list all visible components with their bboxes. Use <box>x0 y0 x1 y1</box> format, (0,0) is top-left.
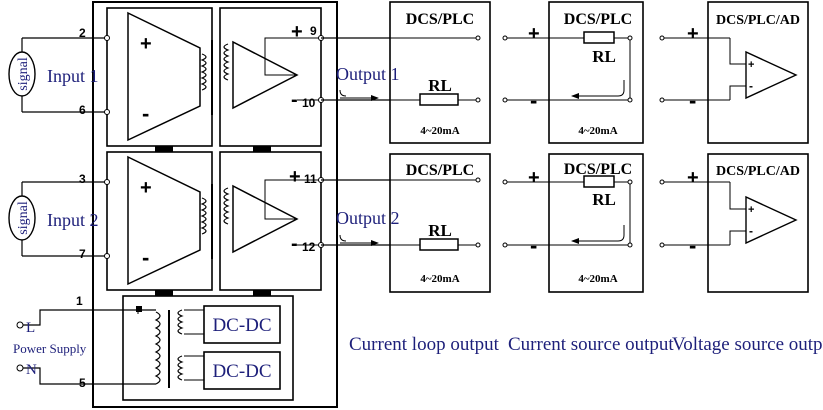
dcdc-box-1 <box>203 305 281 344</box>
pin-1: 1 <box>76 294 83 308</box>
terminal-n <box>16 364 24 372</box>
dcdc-label-2: DC-DC <box>212 361 271 382</box>
ad-label-1: DCS/PLC/AD <box>716 13 800 28</box>
src-minus-1: - <box>530 88 537 113</box>
power-box <box>122 295 294 401</box>
pin-5: 5 <box>79 376 86 390</box>
resistor-loop-2 <box>419 238 459 251</box>
rl-label-loop-1: RL <box>428 76 452 95</box>
rl-label-src-2: RL <box>592 190 616 209</box>
amp-minus-2: - <box>142 245 149 270</box>
amp-minus-1: - <box>142 101 149 126</box>
channel-1: + - signal Input 1 2 6 + 9 - 10 Output 1 <box>8 7 400 147</box>
dcs-label-loop-1: DCS/PLC <box>406 11 474 28</box>
input-label-1: Input 1 <box>47 66 99 86</box>
src-plus-1: + <box>528 23 540 45</box>
input-label-2: Input 2 <box>47 210 99 230</box>
resistor-src-1 <box>583 31 615 44</box>
pin-12: 12 <box>302 240 316 254</box>
pin-6: 6 <box>79 103 86 117</box>
out-plus-2: + <box>289 166 301 188</box>
amp-plus-2: + <box>140 177 152 199</box>
label-l: L <box>26 320 35 336</box>
dcdc-box-2 <box>203 351 281 390</box>
input-amplifier-1 <box>127 11 201 142</box>
current-loop-load-2: DCS/PLC RL 4~20mA <box>321 153 491 293</box>
signal-label-2: signal <box>16 201 31 235</box>
volt-plus-1: + <box>687 23 699 45</box>
src-plus-2: + <box>528 167 540 189</box>
opamp-plus-2: + <box>748 204 754 216</box>
label-n: N <box>26 362 37 378</box>
opamp-1 <box>745 50 798 100</box>
signal-source-1 <box>8 51 36 97</box>
out-plus-1: + <box>291 21 303 43</box>
power-transformer-primary <box>154 311 161 385</box>
volt-minus-2: - <box>689 233 696 258</box>
out-minus-1: - <box>291 89 298 111</box>
range-loop-2: 4~20mA <box>420 273 459 285</box>
pin-9: 9 <box>310 24 317 38</box>
current-source-load-1: DCS/PLC + - RL 4~20mA <box>502 1 644 144</box>
caption-current-loop: Current loop output <box>349 334 500 355</box>
input-amplifier-2 <box>127 155 201 286</box>
power-block: DC-DC DC-DC 1 5 L Power Supply N <box>13 294 294 401</box>
transformer-primary-1 <box>200 53 207 91</box>
module-outline <box>92 1 338 408</box>
output-label-2: Output 2 <box>336 208 400 228</box>
ad-label-2: DCS/PLC/AD <box>716 164 800 179</box>
dcdc-label-1: DC-DC <box>212 315 271 336</box>
rl-label-src-1: RL <box>592 47 616 66</box>
terminal-l <box>16 321 24 329</box>
amp-plus-1: + <box>140 33 152 55</box>
pin-2: 2 <box>79 26 86 40</box>
dcs-label-src-1: DCS/PLC <box>564 11 632 28</box>
voltage-source-load-1: DCS/PLC/AD + - + - <box>659 1 809 144</box>
current-source-load-2: DCS/PLC + - RL 4~20mA <box>502 153 644 293</box>
pin-7: 7 <box>79 247 86 261</box>
opamp-plus-1: + <box>748 59 754 71</box>
rl-label-loop-2: RL <box>428 221 452 240</box>
output-label-1: Output 1 <box>336 64 400 84</box>
src-minus-2: - <box>530 233 537 258</box>
resistor-loop-1 <box>419 93 459 106</box>
transformer-secondary-1 <box>223 43 230 81</box>
voltage-source-load-2: DCS/PLC/AD + - + - <box>659 153 809 293</box>
caption-voltage-source: Voltage source output <box>672 334 823 355</box>
dcs-label-src-2: DCS/PLC <box>564 161 632 178</box>
signal-label-1: signal <box>16 57 31 91</box>
volt-minus-1: - <box>689 88 696 113</box>
power-supply-label: Power Supply <box>13 341 87 356</box>
channel-2: + - signal Input 2 3 7 + 11 - 12 Output … <box>8 151 400 291</box>
pin-10: 10 <box>302 96 316 110</box>
opamp-minus-1: - <box>749 79 753 93</box>
current-loop-load-1: DCS/PLC RL 4~20mA <box>321 1 491 144</box>
range-loop-1: 4~20mA <box>420 125 459 137</box>
out-minus-2: - <box>291 233 298 255</box>
pin-11: 11 <box>304 172 317 186</box>
signal-source-2 <box>8 195 36 241</box>
volt-plus-2: + <box>687 167 699 189</box>
range-src-2: 4~20mA <box>578 273 617 285</box>
caption-current-source: Current source output <box>508 334 674 355</box>
dcs-label-loop-2: DCS/PLC <box>406 162 474 179</box>
opamp-2 <box>745 195 798 245</box>
output-amp-box-1 <box>219 7 322 147</box>
opamp-minus-2: - <box>749 224 753 238</box>
pin-3: 3 <box>79 172 86 186</box>
range-src-1: 4~20mA <box>578 125 617 137</box>
